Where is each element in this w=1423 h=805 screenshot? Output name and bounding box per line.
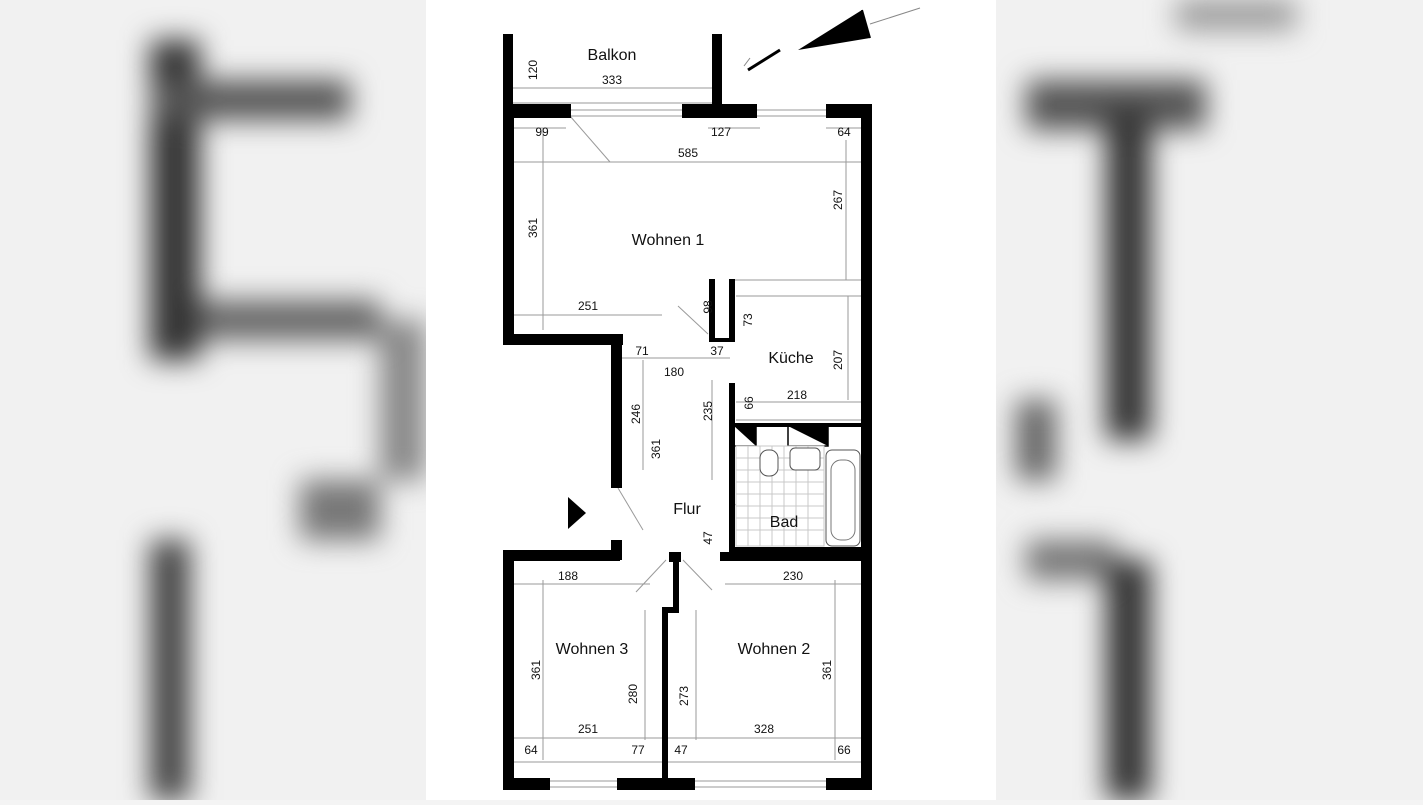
- dim-w2-width-bottom: 328: [754, 722, 774, 736]
- dim-w1-bottom-width: 251: [578, 299, 598, 313]
- bathroom-fixtures: [735, 445, 861, 547]
- dim-w2-width-top: 230: [783, 569, 803, 583]
- dim-w1-height-right: 267: [831, 190, 845, 210]
- dim-w2-window-right: 66: [837, 743, 851, 757]
- room-label-balkon: Balkon: [588, 47, 637, 64]
- dim-flur-left-246: 246: [629, 404, 643, 424]
- dim-w2-window-left: 47: [674, 743, 688, 757]
- entrance-arrow-icon: [568, 497, 586, 529]
- dim-balkon-width: 333: [602, 73, 622, 87]
- dim-w1-opening: 98: [701, 300, 715, 314]
- dim-balkon-depth: 120: [526, 60, 540, 80]
- dim-flur-right-235: 235: [701, 401, 715, 421]
- dim-w3-window-right: 77: [631, 743, 645, 757]
- dim-w1-width: 585: [678, 146, 698, 160]
- dim-w2-inner: 273: [677, 686, 691, 706]
- dim-w1-window-mid: 127: [711, 125, 731, 139]
- room-label-wohnen1: Wohnen 1: [632, 232, 705, 249]
- room-label-kueche: Küche: [768, 350, 813, 367]
- dim-kitchen-width: 218: [787, 388, 807, 402]
- room-label-wohnen2: Wohnen 2: [738, 641, 811, 658]
- blurred-backdrop-right: [996, 0, 1423, 800]
- dim-flur-left-361: 361: [649, 439, 663, 459]
- dimension-lines: [513, 87, 862, 788]
- dim-flur-top-left: 71: [635, 344, 649, 358]
- dim-w3-window-left: 64: [524, 743, 538, 757]
- dim-kitchen-height: 207: [831, 350, 845, 370]
- room-label-wohnen3: Wohnen 3: [556, 641, 629, 658]
- dim-w3-inner: 280: [626, 684, 640, 704]
- dim-kitchen-bottom: 66: [742, 396, 756, 410]
- walls: [503, 34, 872, 790]
- blurred-backdrop-left: [0, 0, 426, 800]
- dim-flur-width: 180: [664, 365, 684, 379]
- dim-w1-height-left: 361: [526, 218, 540, 238]
- dim-w3-width-top: 188: [558, 569, 578, 583]
- north-arrow-icon: [743, 7, 921, 72]
- floor-plan: Balkon Wohnen 1 Küche Flur Bad Wohnen 3 …: [426, 0, 996, 800]
- dim-w3-height: 361: [529, 660, 543, 680]
- dim-w1-window-left: 99: [535, 125, 549, 139]
- dim-w1-window-right: 64: [837, 125, 851, 139]
- dim-w2-height: 361: [820, 660, 834, 680]
- room-label-bad: Bad: [770, 514, 798, 531]
- room-label-flur: Flur: [673, 501, 701, 518]
- dim-w3-width-bottom: 251: [578, 722, 598, 736]
- dim-flur-top-right: 37: [710, 344, 724, 358]
- shafts: [733, 425, 829, 447]
- dim-flur-bottom-47: 47: [701, 531, 715, 545]
- dim-kitchen-top: 73: [741, 313, 755, 327]
